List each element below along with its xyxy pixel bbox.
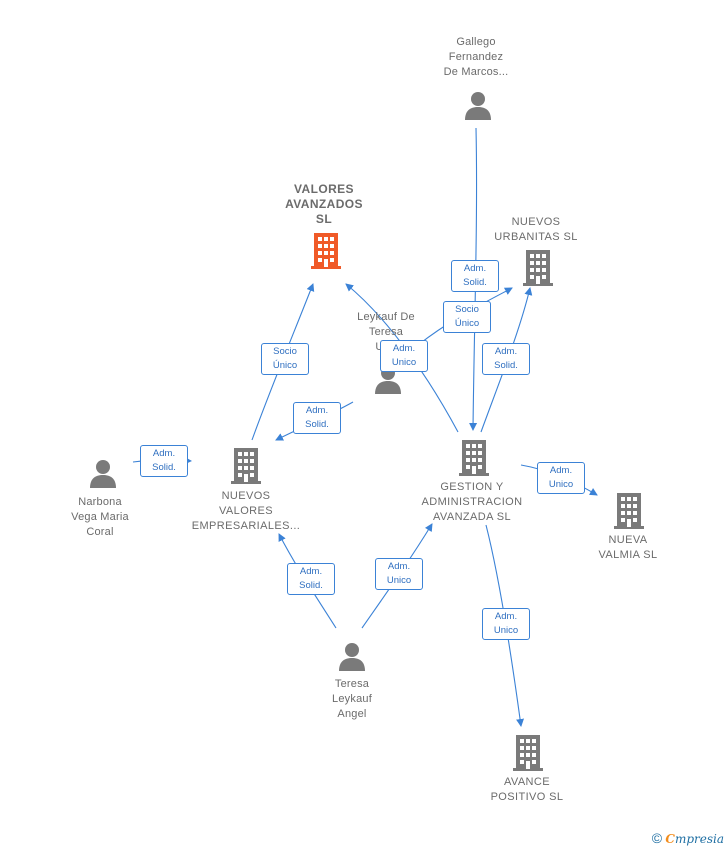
edge-label-gallego-gestion[interactable]: Adm. Solid. [451,260,499,292]
edge-label-teresa-nuevos-valores[interactable]: Adm. Solid. [287,563,335,595]
person-icon[interactable] [90,460,116,488]
building-icon[interactable] [523,250,553,286]
person-icon[interactable] [339,643,365,671]
building-icon[interactable] [231,448,261,484]
edge-label-gestion-urbanitas[interactable]: Adm. Solid. [482,343,530,375]
building-icon[interactable] [614,493,644,529]
empresia-watermark[interactable]: © Cmpresia [652,830,724,846]
edge-label-teresa-gestion[interactable]: Adm. Unico [375,558,423,590]
copyright-symbol: © [651,830,663,846]
node-label-teresa-leykauf[interactable]: Teresa Leykauf Angel [332,678,372,720]
node-label-narbona[interactable]: Narbona Vega Maria Coral [71,496,129,538]
node-label-gestion[interactable]: GESTION Y ADMINISTRACION AVANZADA SL [421,481,523,523]
edge-label-gestion-valmia[interactable]: Adm. Unico [537,462,585,494]
building-icon[interactable] [311,233,341,269]
node-label-nuevos-urbanitas[interactable]: NUEVOS URBANITAS SL [494,216,578,243]
node-label-gallego[interactable]: Gallego Fernandez De Marcos... [443,36,509,78]
edge-label-nuevos-valores-valores[interactable]: Socio Único [261,343,309,375]
node-label-nueva-valmia[interactable]: NUEVA VALMIA SL [598,534,658,561]
edge-label-narbona-nuevos-valores[interactable]: Adm. Solid. [140,445,188,477]
empresia-logo: Cmpresia [665,832,724,846]
building-icon[interactable] [513,735,543,771]
node-label-nuevos-valores[interactable]: NUEVOS VALORES EMPRESARIALES... [191,490,301,532]
edge-label-gestion-valores[interactable]: Adm. Unico [380,340,428,372]
person-icon[interactable] [465,92,491,120]
edge-label-gestion-avance[interactable]: Adm. Unico [482,608,530,640]
node-label-avance-positivo[interactable]: AVANCE POSITIVO SL [490,776,564,803]
node-label-valores-avanzados[interactable]: VALORES AVANZADOS SL [285,182,363,226]
building-icon[interactable] [459,440,489,476]
edge-label-gallego-urbanitas[interactable]: Socio Único [443,301,491,333]
edge-label-leykauf-nuevos-valores[interactable]: Adm. Solid. [293,402,341,434]
